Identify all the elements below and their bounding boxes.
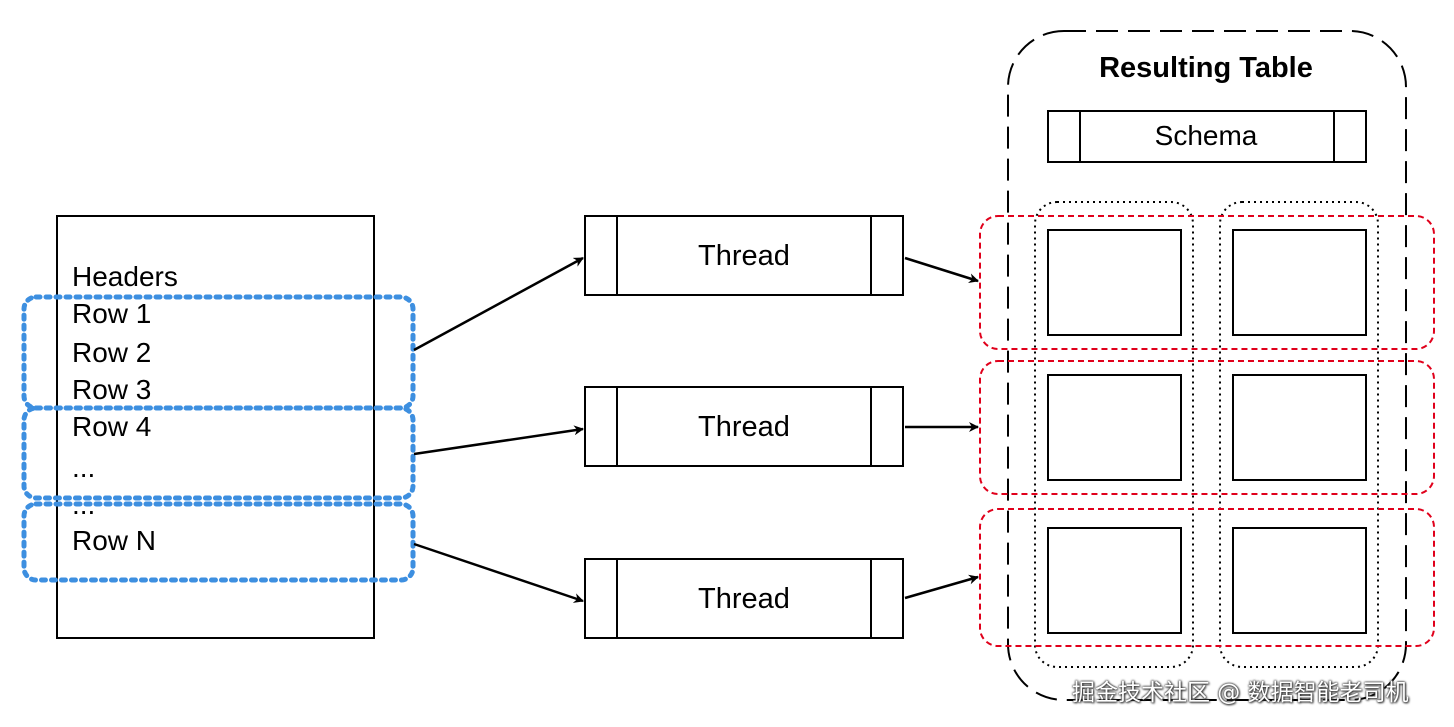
- result-cell: [1047, 527, 1182, 634]
- source-line-row-3: Row 3: [72, 374, 151, 405]
- result-cell: [1232, 229, 1367, 336]
- result-cell: [1047, 374, 1182, 481]
- arrow-partition-1-to-thread-1: [413, 256, 584, 352]
- result-table-title: Resulting Table: [1099, 52, 1313, 84]
- source-data-box: [56, 215, 375, 639]
- source-line-ellipsis-1: ...: [72, 452, 95, 483]
- partition-3: [21, 501, 416, 583]
- watermark: 掘金技术社区 @ 数据智能老司机: [1072, 680, 1409, 706]
- row-group-1: [979, 215, 1435, 350]
- column-group-1: [1034, 201, 1194, 668]
- result-cell: [1232, 374, 1367, 481]
- thread-label-2: Thread: [698, 411, 790, 443]
- source-line-row-4: Row 4: [72, 411, 151, 442]
- thread-box-1: Thread: [584, 215, 904, 296]
- result-cell: [1047, 229, 1182, 336]
- source-line-row-n: Row N: [72, 525, 156, 556]
- column-group-2: [1219, 201, 1379, 668]
- source-line-row-2: Row 2: [72, 337, 151, 368]
- thread-label-1: Thread: [698, 240, 790, 272]
- result-cell: [1232, 527, 1367, 634]
- partition-2: [21, 405, 416, 501]
- row-group-2: [979, 360, 1435, 495]
- thread-box-2: Thread: [584, 386, 904, 467]
- schema-box: Schema: [1047, 110, 1367, 163]
- arrow-partition-3-to-thread-3: [413, 542, 584, 603]
- arrow-partition-2-to-thread-2: [413, 425, 584, 456]
- schema-label: Schema: [1155, 120, 1258, 151]
- row-group-3: [979, 508, 1435, 647]
- source-line-headers: Headers: [72, 261, 178, 292]
- arrow-thread-1-to-row-group-1: [904, 256, 979, 284]
- thread-label-3: Thread: [698, 583, 790, 615]
- source-lines: Headers Row 1 Row 2 Row 3 Row 4 ... ... …: [72, 261, 178, 556]
- source-line-row-1: Row 1: [72, 298, 151, 329]
- result-table-container: [1007, 30, 1407, 701]
- arrow-thread-3-to-row-group-3: [904, 574, 979, 600]
- thread-box-3: Thread: [584, 558, 904, 639]
